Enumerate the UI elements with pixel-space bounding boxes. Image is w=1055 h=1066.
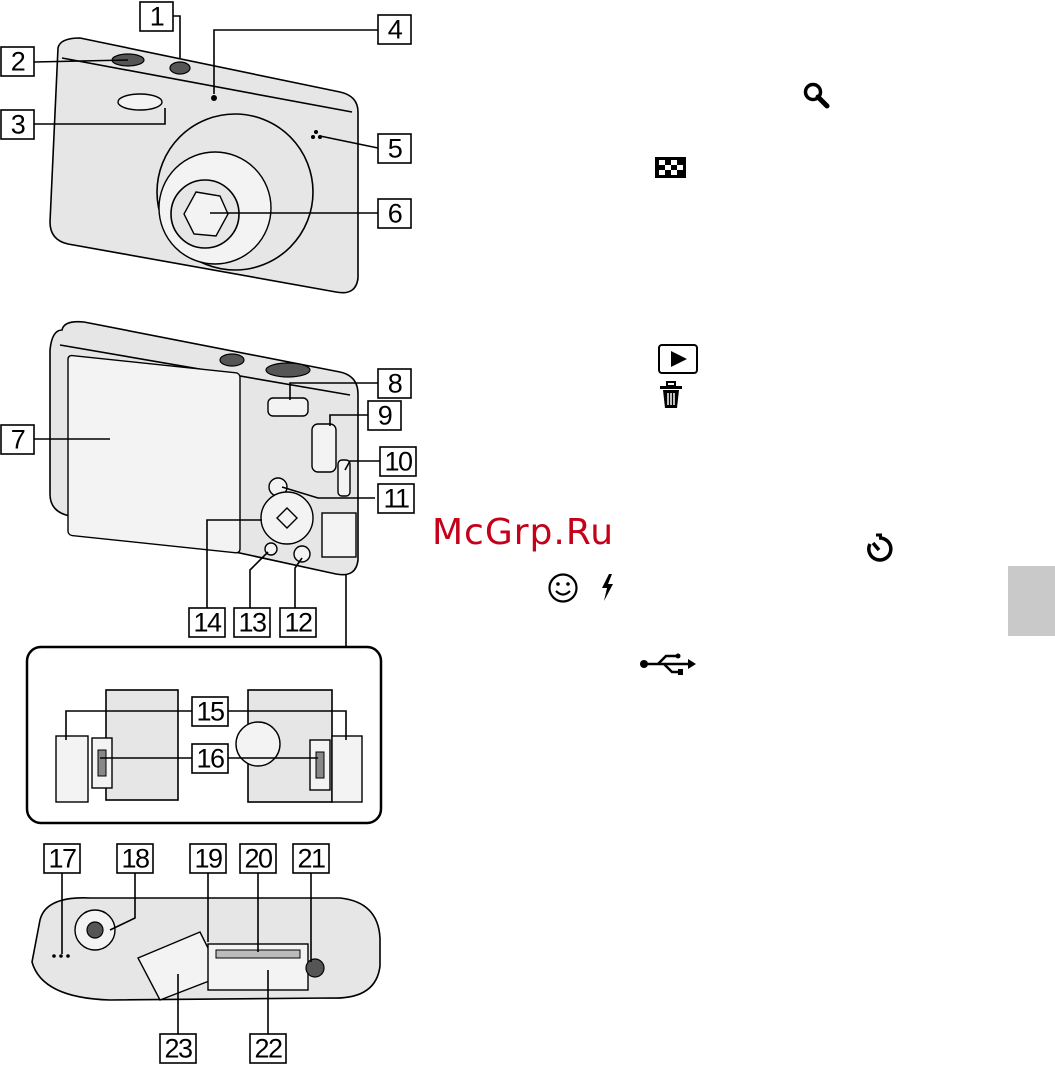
svg-text:1: 1 bbox=[150, 2, 164, 32]
callout-2: 2 bbox=[1, 47, 34, 77]
self-timer-icon bbox=[869, 535, 891, 560]
play-triangle-icon bbox=[659, 345, 697, 373]
zoom-w-button bbox=[268, 398, 308, 416]
svg-text:22: 22 bbox=[254, 1034, 282, 1064]
connector-cover bbox=[322, 513, 356, 557]
self-timer-lamp bbox=[211, 95, 217, 101]
callout-5: 5 bbox=[378, 134, 411, 164]
callout-22: 22 bbox=[250, 1034, 286, 1064]
side-index-tab bbox=[1008, 566, 1055, 636]
battery-eject-lever bbox=[306, 959, 324, 977]
callout-15: 15 bbox=[192, 697, 228, 727]
svg-text:12: 12 bbox=[284, 608, 312, 638]
svg-text:6: 6 bbox=[388, 199, 402, 229]
callout-8: 8 bbox=[378, 369, 411, 399]
watermark-text: McGrp.Ru bbox=[432, 512, 614, 553]
svg-text:2: 2 bbox=[11, 47, 25, 77]
callout-10: 10 bbox=[380, 447, 416, 477]
callout-18: 18 bbox=[117, 844, 153, 874]
callout-7: 7 bbox=[1, 425, 34, 455]
shutter-button-shape bbox=[170, 62, 190, 74]
speaker-holes bbox=[52, 954, 70, 958]
camera-front-view bbox=[50, 38, 358, 293]
smile-face-icon bbox=[550, 575, 577, 602]
flash-window bbox=[118, 94, 162, 110]
callout-23: 23 bbox=[160, 1034, 196, 1064]
svg-text:13: 13 bbox=[238, 608, 266, 638]
right-control-wheel bbox=[236, 722, 280, 766]
svg-text:23: 23 bbox=[164, 1034, 192, 1064]
svg-text:8: 8 bbox=[388, 369, 402, 399]
callout-6: 6 bbox=[378, 199, 411, 229]
svg-text:15: 15 bbox=[196, 697, 224, 727]
svg-text:3: 3 bbox=[11, 110, 25, 140]
svg-text:19: 19 bbox=[194, 844, 222, 874]
callout-14: 14 bbox=[189, 608, 225, 638]
callout-11: 11 bbox=[378, 484, 414, 514]
svg-text:21: 21 bbox=[297, 844, 325, 874]
svg-text:16: 16 bbox=[196, 744, 224, 774]
callout-3: 3 bbox=[1, 110, 34, 140]
svg-text:4: 4 bbox=[388, 15, 403, 45]
callout-9: 9 bbox=[368, 401, 401, 431]
svg-text:18: 18 bbox=[121, 844, 149, 874]
svg-text:20: 20 bbox=[244, 844, 272, 874]
svg-text:10: 10 bbox=[384, 447, 412, 477]
callout-19: 19 bbox=[190, 844, 226, 874]
right-cover-open bbox=[332, 736, 362, 802]
trash-can-icon bbox=[660, 382, 682, 408]
callout-13: 13 bbox=[234, 608, 270, 638]
svg-text:14: 14 bbox=[193, 608, 222, 638]
svg-text:5: 5 bbox=[388, 134, 402, 164]
svg-text:11: 11 bbox=[383, 484, 409, 514]
camera-bottom-view bbox=[32, 898, 380, 1000]
callout-21: 21 bbox=[293, 844, 329, 874]
svg-text:17: 17 bbox=[48, 844, 76, 874]
left-cover-open bbox=[56, 736, 88, 802]
usb-trident-icon bbox=[640, 654, 696, 676]
callout-17: 17 bbox=[44, 844, 80, 874]
zoom-lever bbox=[312, 424, 336, 472]
callout-16: 16 bbox=[192, 744, 228, 774]
callout-4: 4 bbox=[378, 15, 411, 45]
callout-12: 12 bbox=[280, 608, 316, 638]
magnifier-icon bbox=[806, 85, 828, 107]
camera-rear-view bbox=[50, 322, 358, 575]
checkerboard-icon bbox=[655, 157, 686, 178]
left-camera-side bbox=[106, 690, 178, 800]
svg-text:7: 7 bbox=[11, 425, 25, 455]
callout-20: 20 bbox=[240, 844, 276, 874]
lightning-bolt-icon bbox=[602, 574, 613, 601]
svg-text:9: 9 bbox=[378, 401, 392, 431]
callout-1: 1 bbox=[140, 2, 173, 32]
delete-button bbox=[294, 546, 310, 562]
lcd-screen bbox=[68, 355, 240, 553]
